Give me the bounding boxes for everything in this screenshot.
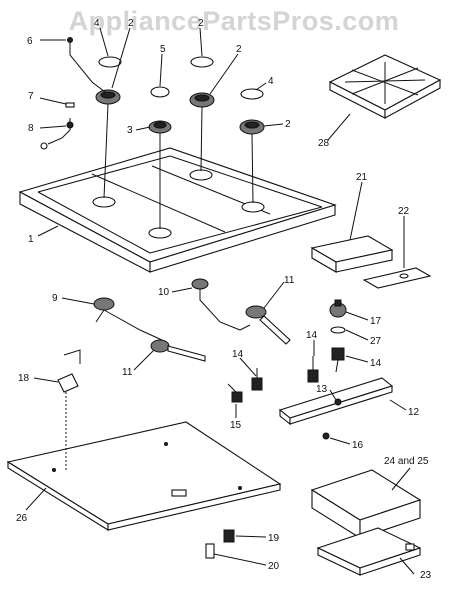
callout-26: 26: [16, 513, 28, 524]
valves-and-manifold: [227, 299, 394, 440]
callout-7: 7: [28, 91, 34, 102]
callout-13: 13: [316, 384, 328, 395]
callout-12: 12: [408, 407, 420, 418]
callout-14: 14: [370, 358, 382, 369]
callout-2: 2: [198, 18, 204, 29]
callout-2: 2: [128, 18, 134, 29]
callout-3: 3: [127, 125, 133, 136]
callout-20: 20: [268, 561, 280, 572]
callout-17: 17: [370, 316, 382, 327]
callout-9: 9: [52, 293, 58, 304]
callout-16: 16: [352, 440, 364, 451]
callout-14: 14: [232, 349, 244, 360]
callout-4: 4: [268, 76, 274, 87]
callout-2: 2: [236, 44, 242, 55]
lower-box-parts: [205, 469, 422, 576]
bottom-panel: [6, 349, 282, 531]
callout-14: 14: [306, 330, 318, 341]
callout-24-and-25: 24 and 25: [384, 456, 429, 467]
lower-burners: [93, 278, 291, 362]
watermark: AppliancePartsPros.com: [68, 6, 400, 36]
callout-5: 5: [160, 44, 166, 55]
callout-23: 23: [420, 570, 432, 581]
callout-28: 28: [318, 138, 330, 149]
callout-4: 4: [94, 18, 100, 29]
callout-8: 8: [28, 123, 34, 134]
callout-27: 27: [370, 336, 382, 347]
callout-18: 18: [18, 373, 30, 384]
callout-19: 19: [268, 533, 280, 544]
callout-10: 10: [158, 287, 170, 298]
callout-11: 11: [122, 367, 133, 378]
igniter-parts: [40, 37, 106, 150]
callout-1: 1: [28, 234, 34, 245]
burner-assemblies-top: [95, 56, 265, 229]
callout-11: 11: [284, 275, 295, 286]
callout-2: 2: [285, 119, 291, 130]
callout-labels: 1 2 2 2 2 3 4 4 5 6 7 8 9 10 11 11 12 13…: [16, 18, 432, 581]
callout-15: 15: [230, 420, 242, 431]
brackets-21-22: [310, 235, 432, 289]
callout-21: 21: [356, 172, 368, 183]
leader-lines: [25, 27, 415, 575]
callout-22: 22: [398, 206, 410, 217]
cooktop-main-top: [18, 147, 337, 273]
burner-grate: [328, 54, 442, 119]
callout-6: 6: [27, 36, 33, 47]
